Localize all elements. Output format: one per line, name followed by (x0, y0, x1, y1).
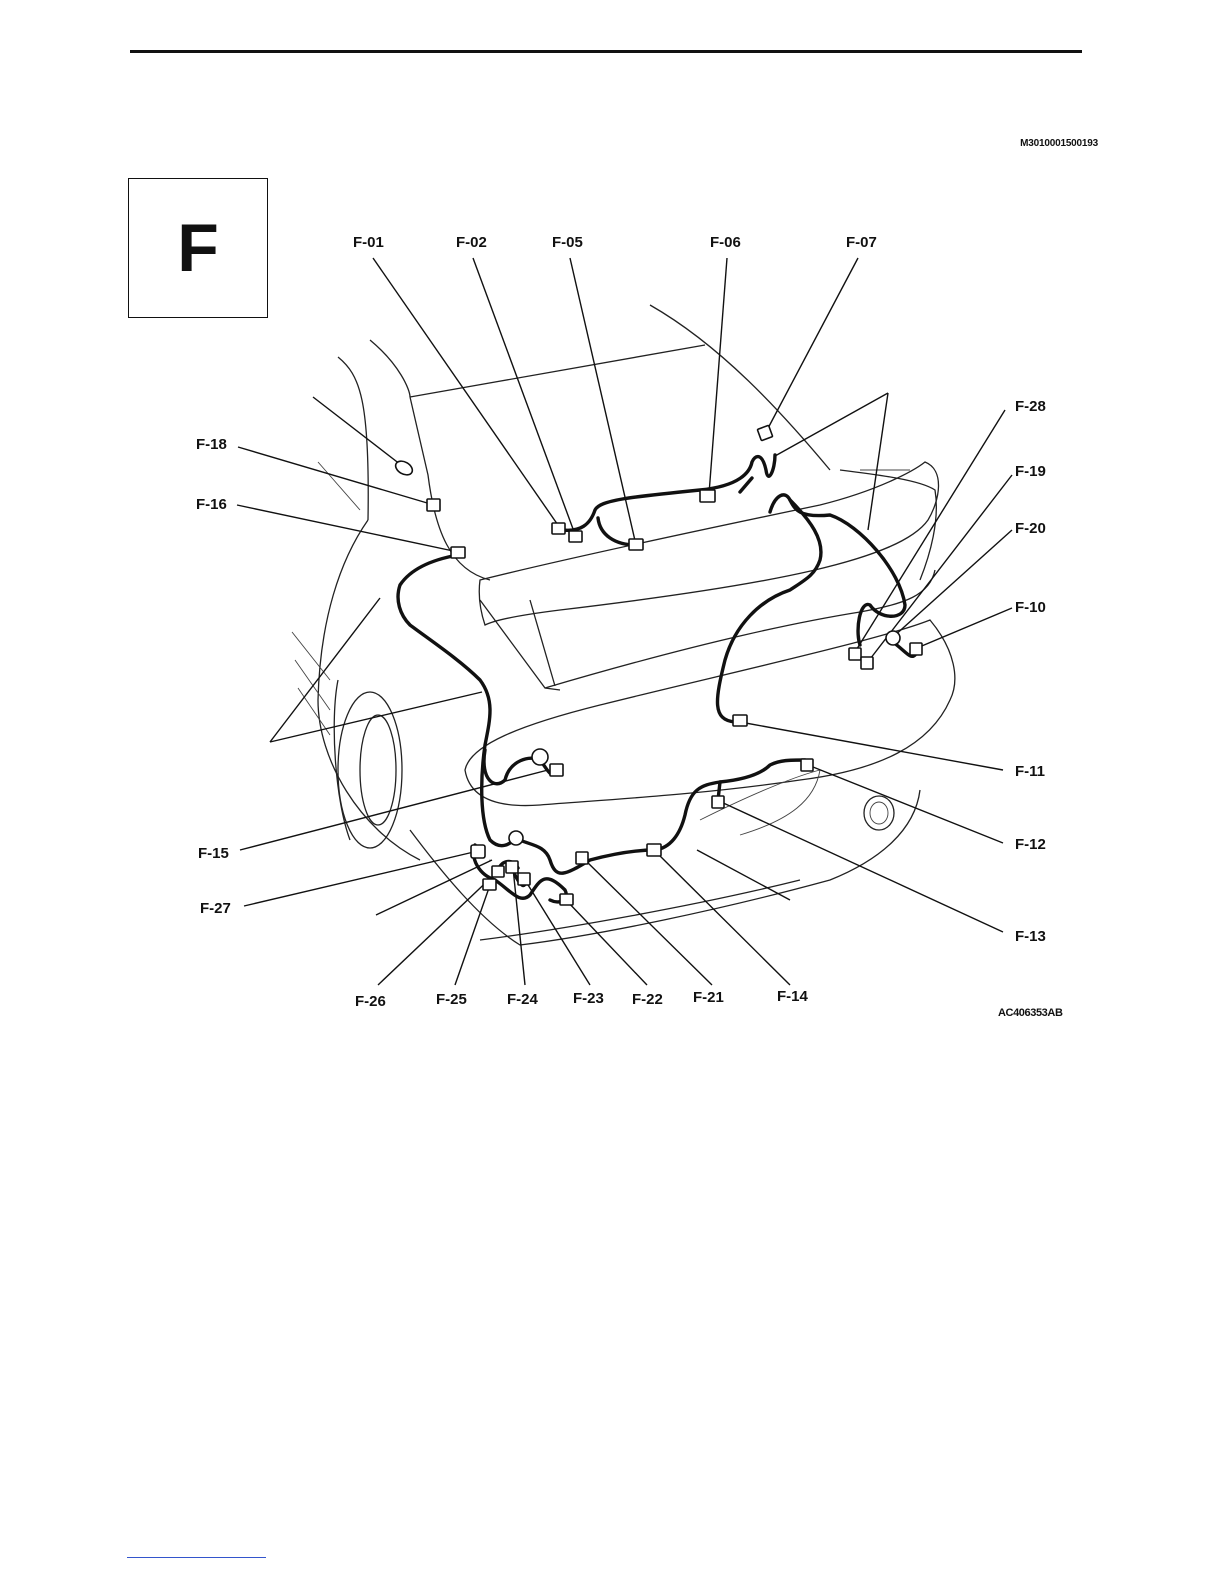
connector-f02 (569, 531, 582, 542)
connector-f05 (629, 539, 643, 550)
harness-ground-stub (740, 478, 752, 492)
callout-f10: F-10 (1015, 599, 1046, 616)
callout-f23: F-23 (573, 990, 604, 1007)
callout-f22: F-22 (632, 991, 663, 1008)
c-pillar-top (370, 340, 410, 397)
callout-f21: F-21 (693, 989, 724, 1006)
trunk-side (480, 600, 560, 690)
callout-f07: F-07 (846, 234, 877, 251)
vehicle-body-outline (292, 305, 955, 945)
callout-f01: F-01 (353, 234, 384, 251)
connector-f18 (427, 499, 440, 511)
harness-right-down (717, 500, 820, 722)
callout-f27: F-27 (200, 900, 231, 917)
connector-f23 (518, 873, 530, 885)
footer-link-underline (127, 1557, 266, 1558)
harness-routing (398, 455, 915, 902)
callout-f24: F-24 (507, 991, 539, 1008)
callout-f26: F-26 (355, 993, 386, 1010)
callout-f02: F-02 (456, 234, 487, 251)
callout-f18: F-18 (196, 436, 227, 453)
rear-fender-left (318, 520, 420, 860)
connector-symbols (393, 425, 922, 905)
connector-f12 (801, 759, 813, 771)
c-pillar-left (410, 397, 490, 580)
rear-bumper-upper (465, 620, 955, 806)
callout-f19: F-19 (1015, 463, 1046, 480)
connector-f25 (483, 879, 496, 890)
bumper-bottom (480, 880, 800, 940)
connector-f21 (576, 852, 588, 864)
connector-f20 (886, 631, 900, 645)
rear-bumper-lower (410, 790, 920, 945)
connector-f26 (492, 866, 504, 877)
callout-leaders (237, 258, 1012, 985)
callout-f13: F-13 (1015, 928, 1046, 945)
connector-f01 (552, 523, 565, 534)
connector-f06 (700, 490, 715, 502)
harness-upper-left (562, 455, 775, 530)
connector-f11 (733, 715, 747, 726)
callout-f25: F-25 (436, 991, 467, 1008)
rear-tire (338, 692, 402, 848)
wheel-arch (334, 680, 350, 840)
figure-code: AC406353AB (998, 1007, 1062, 1019)
roof-edge (410, 345, 705, 397)
exhaust-inner (870, 802, 888, 824)
connector-f13 (712, 796, 724, 808)
callout-f11: F-11 (1015, 763, 1045, 780)
connector-f07 (757, 425, 772, 440)
connector-f19 (861, 657, 873, 669)
grommet-lower (509, 831, 523, 845)
callout-f05: F-05 (552, 234, 583, 251)
callout-f12: F-12 (1015, 836, 1046, 853)
connector-f28 (849, 648, 861, 660)
rear-window-right (650, 305, 830, 470)
connector-f24 (506, 861, 518, 873)
callout-f06: F-06 (710, 234, 741, 251)
callout-f16: F-16 (196, 496, 227, 513)
exhaust-tip (864, 796, 894, 830)
callout-f15: F-15 (198, 845, 229, 862)
quarter-panel-edge (338, 357, 368, 520)
quarter-glass-line (318, 462, 360, 510)
callout-f28: F-28 (1015, 398, 1046, 415)
grommet-f15 (532, 749, 548, 765)
connector-f22 (560, 894, 573, 905)
connector-f10 (910, 643, 922, 655)
side-trim-lines (292, 632, 330, 735)
connector-f15 (550, 764, 563, 776)
connector-f14 (647, 844, 661, 856)
callout-f20: F-20 (1015, 520, 1046, 537)
connector-f27 (471, 845, 485, 858)
rear-wheel (360, 715, 396, 825)
harness-bumper (520, 760, 805, 873)
callout-f14: F-14 (777, 988, 809, 1005)
connector-f16 (451, 547, 465, 558)
harness-right-upper (770, 495, 905, 645)
